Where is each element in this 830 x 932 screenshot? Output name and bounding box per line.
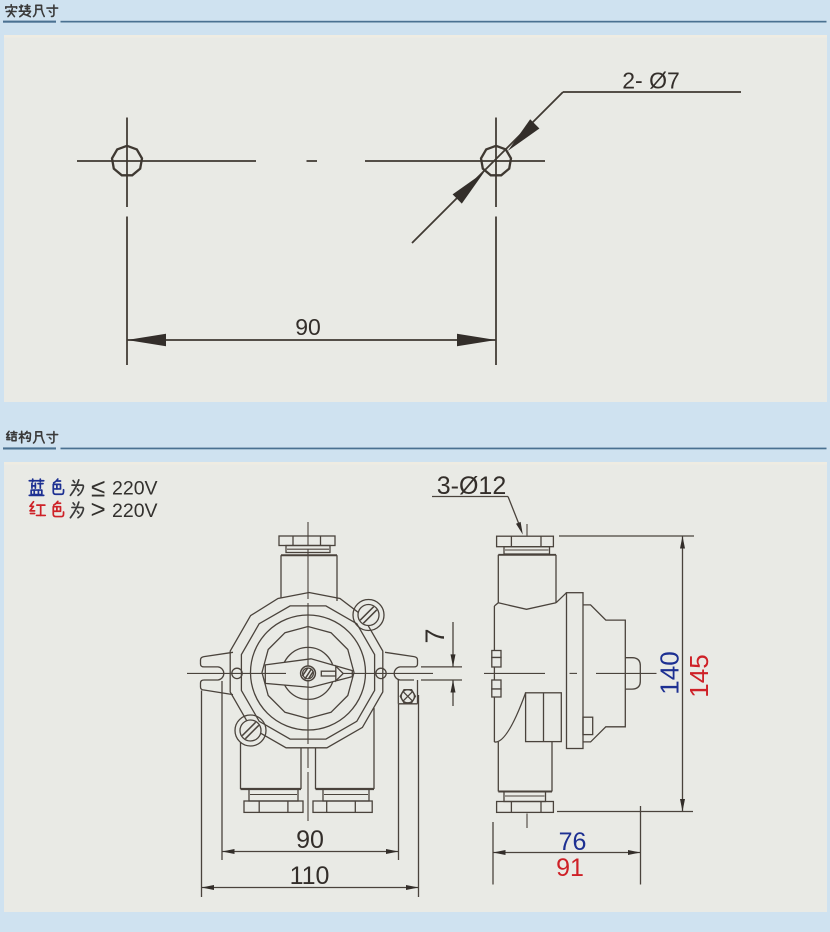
svg-text:220V: 220V [112, 500, 158, 522]
svg-text:91: 91 [556, 854, 584, 882]
svg-text:140: 140 [655, 651, 685, 694]
svg-text:>: > [91, 494, 106, 524]
svg-text:≤: ≤ [91, 473, 105, 503]
svg-text:90: 90 [296, 826, 324, 854]
svg-text:110: 110 [290, 862, 330, 890]
svg-text:3-Ø12: 3-Ø12 [437, 472, 506, 500]
svg-text:220V: 220V [112, 477, 158, 499]
svg-text:7: 7 [420, 628, 450, 643]
svg-text:145: 145 [684, 654, 714, 697]
svg-text:76: 76 [559, 828, 587, 856]
svg-text:2- Ø7: 2- Ø7 [622, 68, 680, 94]
svg-text:90: 90 [295, 314, 321, 340]
